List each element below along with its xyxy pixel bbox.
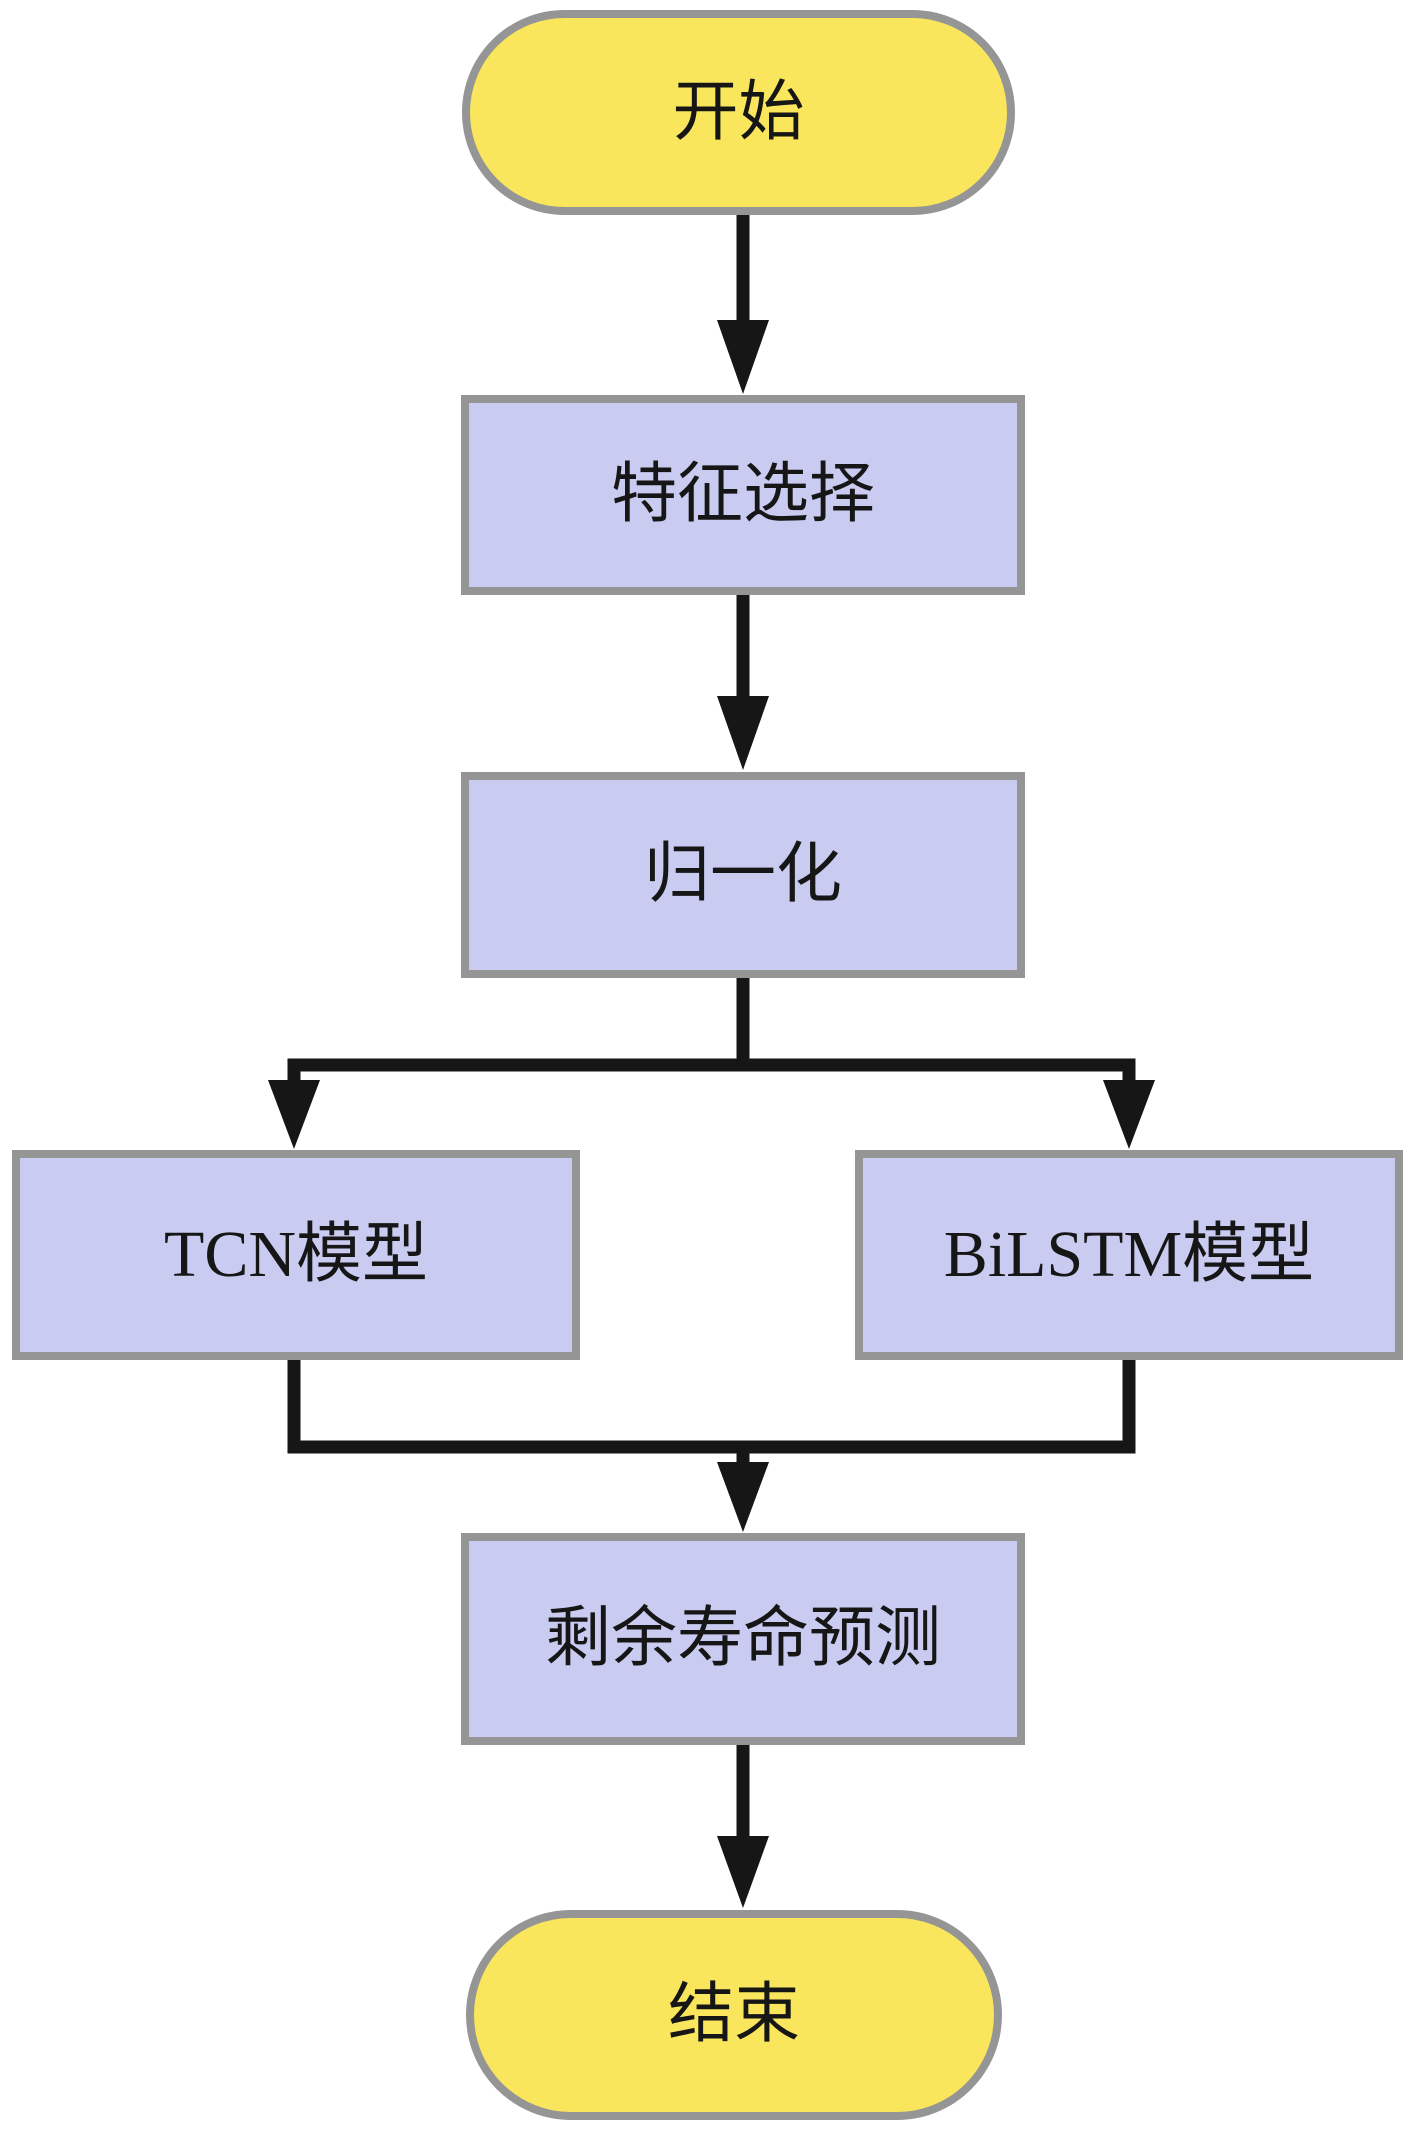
arrow-rul-prediction-to-end (717, 1743, 769, 1908)
normalization-node: 归一化 (461, 772, 1025, 978)
arrow-start-to-feature-selection (717, 214, 769, 394)
arrow-feature-selection-to-normalization (717, 593, 769, 770)
normalization-node-label: 归一化 (644, 838, 842, 911)
end-node-label: 结束 (668, 1978, 800, 2051)
bilstm-model-node-label: BiLSTM模型 (943, 1218, 1315, 1291)
merge-models-to-rul-prediction (287, 1358, 1136, 1532)
start-node: 开始 (462, 10, 1015, 215)
rul-prediction-node-label: 剩余寿命预测 (545, 1602, 941, 1675)
start-node-label: 开始 (672, 75, 805, 149)
feature-selection-node: 特征选择 (461, 395, 1025, 595)
tcn-model-node-label: TCN模型 (164, 1218, 428, 1291)
branch-normalization-to-models (268, 976, 1155, 1149)
feature-selection-node-label: 特征选择 (611, 458, 875, 531)
tcn-model-node: TCN模型 (12, 1150, 580, 1360)
end-node: 结束 (466, 1910, 1002, 2120)
bilstm-model-node: BiLSTM模型 (855, 1150, 1403, 1360)
rul-prediction-node: 剩余寿命预测 (461, 1533, 1025, 1745)
